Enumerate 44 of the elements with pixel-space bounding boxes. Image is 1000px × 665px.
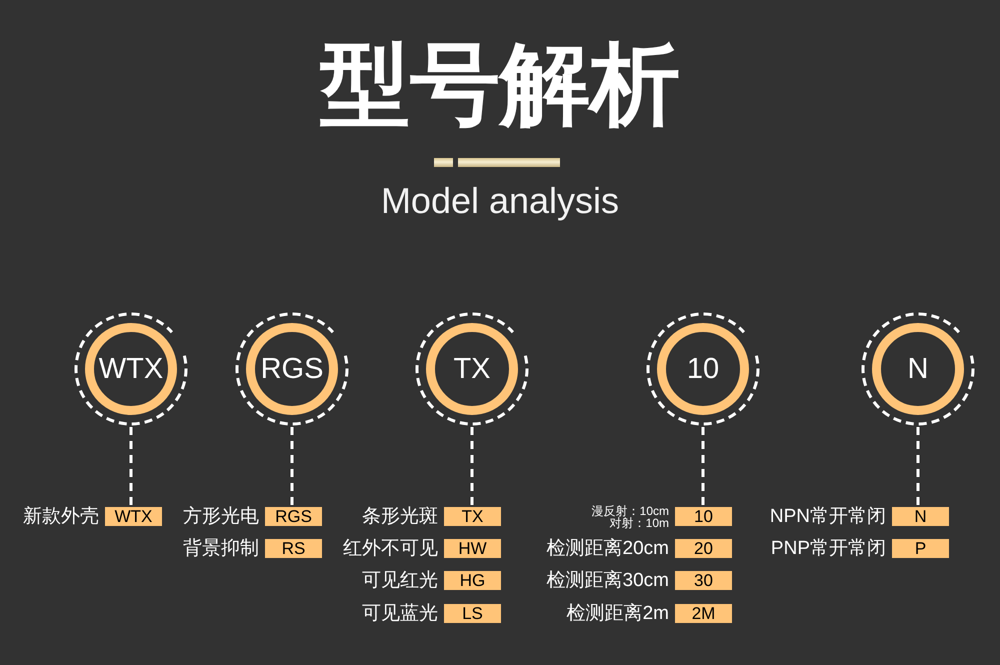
model-code-text: RGS [260, 354, 324, 384]
option-label: NPN常开常闭 [770, 507, 886, 526]
option-label: 可见蓝光 [362, 604, 438, 623]
code-tag: RS [265, 539, 322, 558]
option-label: 背景抑制 [183, 539, 259, 558]
code-tag: P [892, 539, 949, 558]
ring-badge [234, 311, 350, 427]
code-tag: 2M [675, 604, 732, 623]
option-label: 红外不可见 [343, 539, 438, 558]
model-code-text: TX [453, 354, 491, 384]
option-label: PNP常开常闭 [770, 539, 886, 558]
model-code-text: 10 [686, 354, 720, 384]
model-code-text: N [908, 354, 928, 384]
code-tag: 20 [675, 539, 732, 558]
dashed-connector [470, 427, 474, 507]
code-tag: WTX [105, 507, 162, 526]
code-tag: HW [444, 539, 501, 558]
option-label: 条形光斑 [362, 507, 438, 526]
ring-badge [73, 311, 189, 427]
dashed-connector [290, 427, 294, 507]
dashed-connector [130, 427, 132, 507]
option-label: 检测距离30cm [546, 571, 669, 590]
ring-badge [645, 311, 761, 427]
code-tag: 10 [675, 507, 732, 526]
code-tag: TX [444, 507, 501, 526]
title: 型号解析 [320, 40, 680, 130]
option-label: 可见红光 [362, 571, 438, 590]
option-label: 检测距离2m [566, 604, 669, 623]
subtitle: Model analysis [380, 183, 620, 219]
option-label: 检测距离20cm [546, 539, 669, 558]
dashed-connector [916, 427, 920, 507]
code-tag: 30 [675, 571, 732, 590]
code-tag: HG [444, 571, 501, 590]
code-tag: N [892, 507, 949, 526]
model-code-text: WTX [98, 354, 164, 384]
code-tag: LS [444, 604, 501, 623]
option-label: 方形光电 [183, 507, 259, 526]
dashed-connector [702, 427, 704, 507]
option-label: 对射：10m [610, 516, 669, 528]
option-label: 漫反射：10cm [592, 504, 669, 516]
code-tag: RGS [265, 507, 322, 526]
option-label: 新款外壳 [23, 507, 99, 526]
ring-badge [860, 311, 976, 427]
ring-badge [414, 311, 530, 427]
